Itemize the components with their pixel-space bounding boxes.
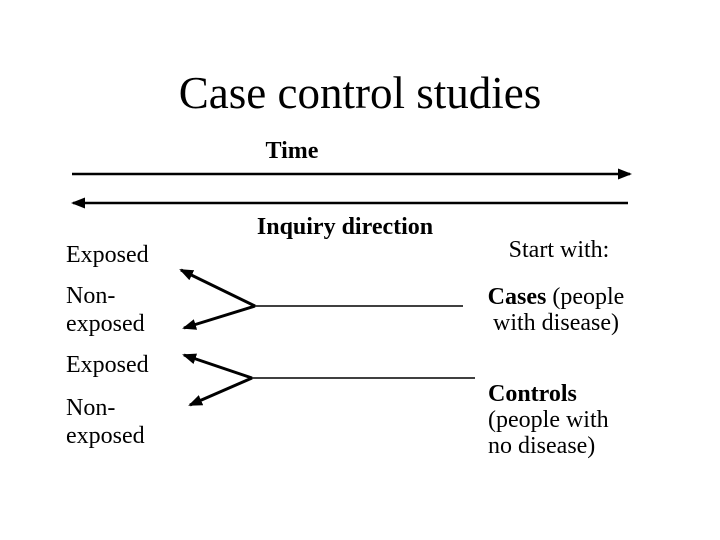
label-line: Non-: [66, 283, 116, 309]
label-line: Exposed: [66, 352, 149, 378]
controls-bold-text: Controls: [488, 381, 577, 407]
cases-branch-arrow: [179, 268, 463, 330]
cases-rest-text: (people: [546, 284, 625, 310]
exposure-label-2: Non- exposed: [66, 282, 145, 338]
controls-branch-arrow: [182, 353, 475, 407]
exposure-label-4: Non- exposed: [66, 394, 145, 450]
slide-title: Case control studies: [178, 68, 542, 118]
cases-bold-text: Cases: [487, 284, 547, 310]
controls-line-2: (people with: [488, 407, 609, 433]
label-line: Non-: [66, 395, 116, 421]
label-line: Exposed: [66, 242, 149, 268]
cases-label: Cases (people with disease): [456, 284, 656, 336]
inquiry-direction-label: Inquiry direction: [256, 214, 434, 240]
time-label: Time: [265, 138, 319, 164]
label-line: exposed: [66, 423, 145, 449]
exposure-label-1: Exposed: [66, 241, 149, 269]
controls-line-3: no disease): [488, 433, 596, 459]
label-line: exposed: [66, 311, 145, 337]
cases-line-2: with disease): [493, 310, 619, 336]
start-with-label: Start with:: [508, 237, 610, 263]
controls-label: Controls (people with no disease): [488, 381, 609, 459]
exposure-label-3: Exposed: [66, 351, 149, 379]
cases-line-1: Cases (people: [456, 284, 656, 310]
